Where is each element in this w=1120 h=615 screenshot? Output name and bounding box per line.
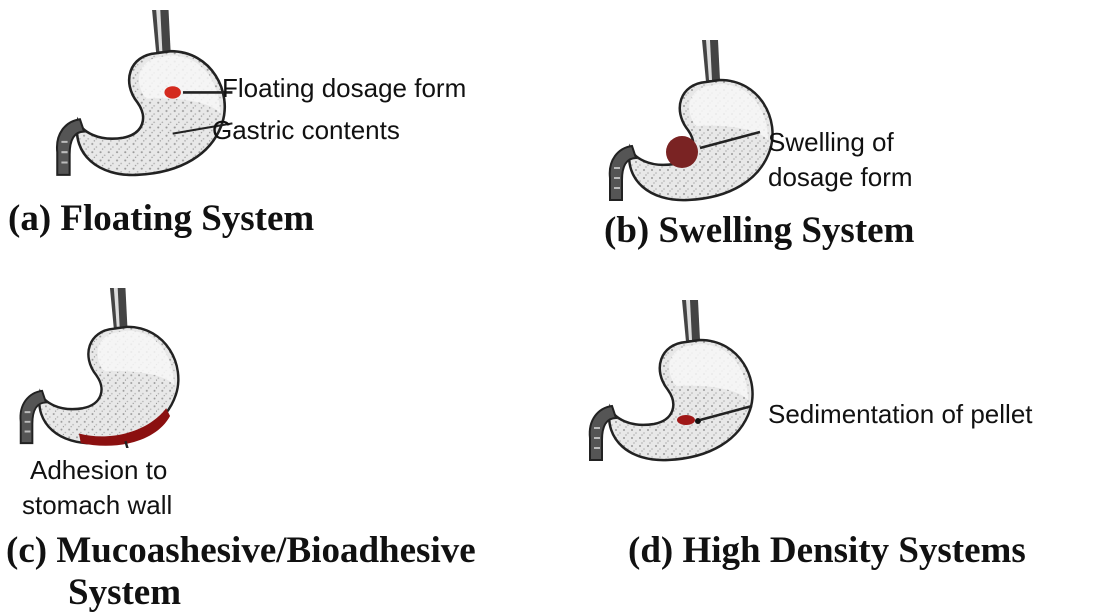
label-adhesion-to: Adhesion to [30,456,167,485]
stomach-illustration-d [585,300,775,465]
caption-c: (c) Mucoashesive/Bioadhesive [6,530,476,573]
swollen-dosage-form-mark [666,136,698,168]
label-floating-dosage-form: Floating dosage form [222,74,466,103]
label-stomach-wall: stomach wall [22,491,172,520]
caption-d: (d) High Density Systems [628,530,1026,573]
label-sedimentation-of-pellet: Sedimentation of pellet [768,400,1033,429]
stomach-illustration-b [605,40,795,205]
label-gastric-contents: Gastric contents [212,116,400,145]
pellet-mark [677,415,695,425]
caption-a: (a) Floating System [8,198,314,241]
floating-dosage-form-mark [164,86,180,98]
caption-c-line2: System [68,572,181,615]
stomach-illustration-a [50,10,250,180]
stomach-illustration-c [18,288,198,448]
caption-b: (b) Swelling System [604,210,914,253]
label-swelling-of: Swelling of [768,128,894,157]
label-dosage-form: dosage form [768,163,913,192]
